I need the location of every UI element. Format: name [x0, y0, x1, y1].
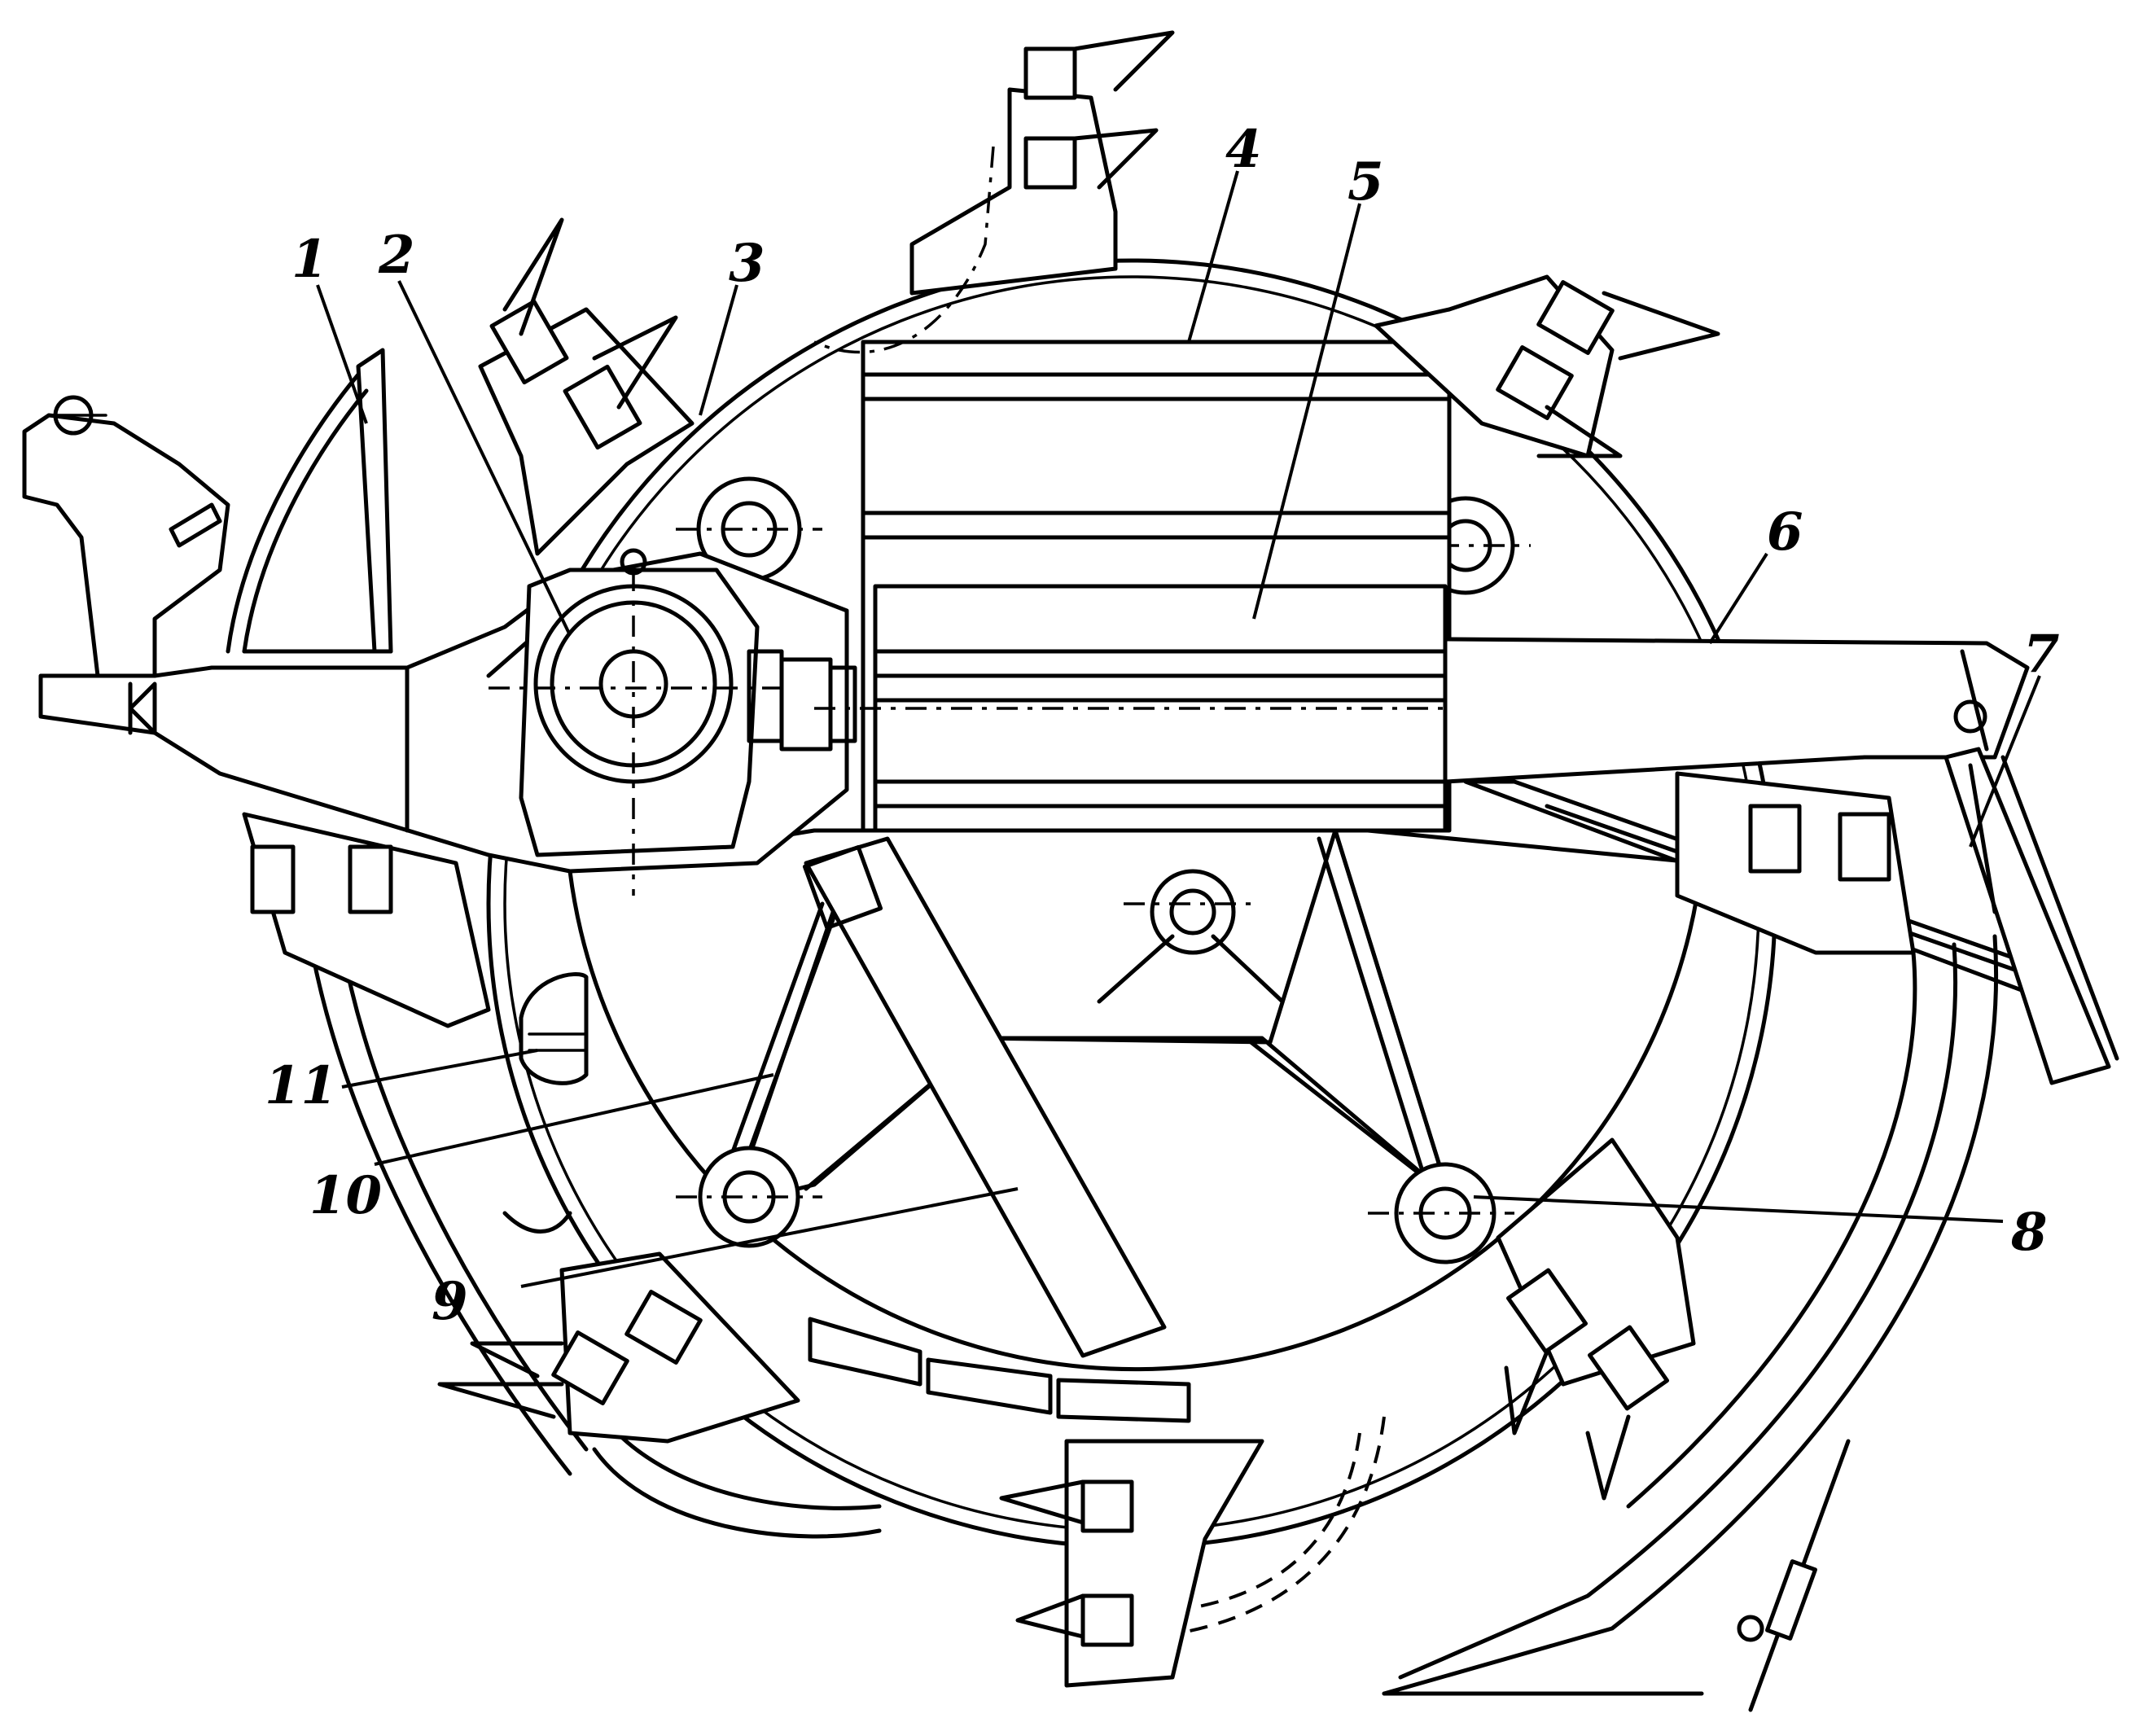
hanger-ring-center: [1097, 869, 1285, 1004]
callout-1: 1: [291, 229, 328, 290]
callout-9: 9: [432, 1271, 468, 1332]
bearing-ring-bottom-left: [676, 1146, 822, 1248]
callout-11: 11: [265, 1055, 337, 1116]
bearing-ring-top-left: [676, 476, 822, 582]
counterweight: [519, 972, 589, 1085]
mount-bracket: [22, 395, 230, 678]
callout-3: 3: [729, 233, 765, 294]
turnbuckle: [1737, 1439, 1851, 1712]
bucket-left: [242, 812, 491, 1028]
bucket-lower-right: [1496, 1137, 1696, 1501]
bucket-top-left: [478, 217, 695, 556]
callout-labels: 1 2 3 4 5 6 7 8 9 10 11: [265, 119, 2060, 1332]
leader-lines: [316, 170, 2041, 1288]
bucket-bottom: [999, 1439, 1264, 1688]
bucket-top-right: [1374, 274, 1720, 458]
bucket-lower-left: [437, 1251, 800, 1444]
buckets: [242, 30, 1916, 1688]
callout-8: 8: [2010, 1202, 2048, 1263]
callout-10: 10: [309, 1165, 382, 1226]
side-plate: [226, 348, 393, 654]
callout-2: 2: [378, 225, 415, 286]
callout-6: 6: [1767, 502, 1803, 563]
discharge-chute: [1382, 934, 1999, 1696]
scraper: [1943, 747, 2119, 1085]
bucket-right: [1675, 771, 1916, 955]
drive-motor: [489, 548, 857, 896]
conveyor-drum: [814, 584, 1514, 833]
callout-4: 4: [1225, 119, 1262, 180]
bucket-top: [813, 30, 1175, 354]
diagonal-strut: [802, 836, 1167, 1358]
bearing-ring-bottom-right: [1368, 1162, 1514, 1264]
ring-gear-segments: [808, 1317, 1191, 1423]
callout-7: 7: [2023, 624, 2060, 685]
callout-5: 5: [1348, 151, 1384, 213]
chain: [1155, 1416, 1386, 1638]
